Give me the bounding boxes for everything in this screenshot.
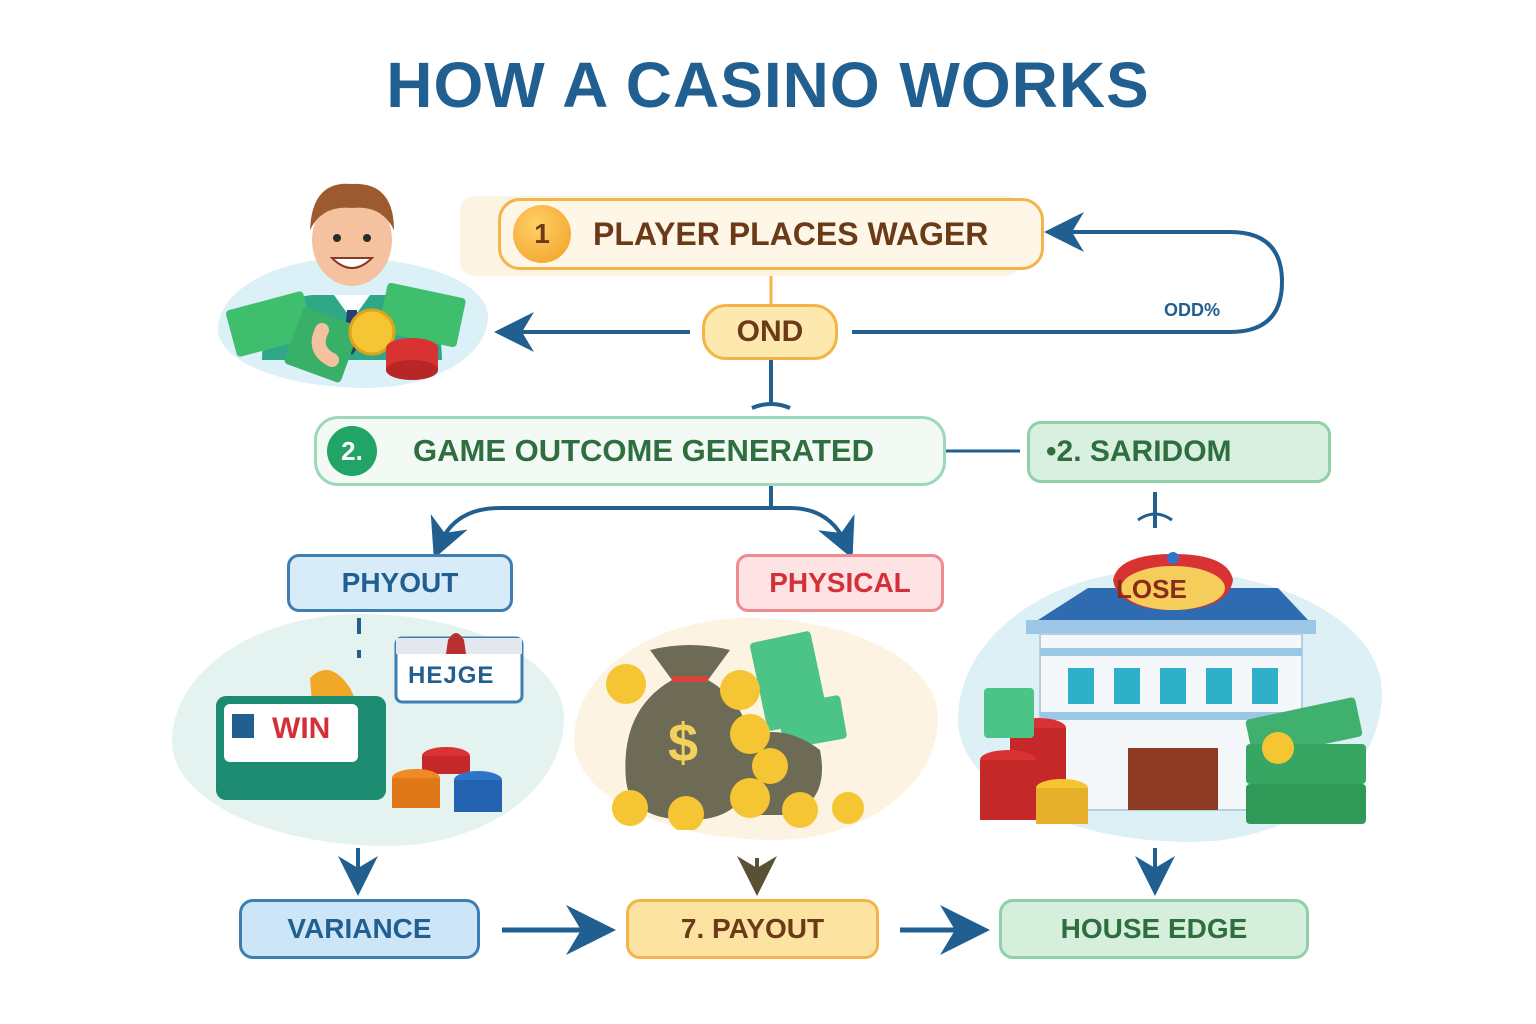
physical-node[interactable]: PHYSICAL: [736, 554, 944, 612]
variance-label: VARIANCE: [287, 913, 432, 944]
phyout-label: PHYOUT: [341, 567, 459, 598]
ond-label: OND: [736, 315, 804, 348]
lose-sign-text: LOSE: [1116, 574, 1187, 604]
step2-game-outcome-generated[interactable]: 2. GAME OUTCOME GENERATED: [314, 416, 946, 486]
step1-label: PLAYER PLACES WAGER: [593, 215, 989, 252]
casino-building-icon: LOSE: [978, 548, 1368, 838]
player-with-money-icon: [222, 170, 482, 390]
page-title: HOW A CASINO WORKS: [386, 49, 1150, 121]
win-screen-text: WIN: [272, 712, 331, 745]
hedge-sign-text: HEJGE: [408, 662, 495, 689]
step2-number-badge: 2.: [327, 426, 377, 476]
saridom-node[interactable]: •2. SARIDOM: [1027, 421, 1331, 483]
house-edge-node[interactable]: HOUSE EDGE: [999, 899, 1309, 959]
variance-node[interactable]: VARIANCE: [239, 899, 480, 959]
ond-node[interactable]: OND: [702, 304, 838, 360]
house-edge-label: HOUSE EDGE: [1060, 913, 1248, 944]
step1-player-places-wager[interactable]: 1 PLAYER PLACES WAGER: [498, 198, 1044, 270]
slot-machine-chips-icon: WIN HEJGE: [210, 628, 540, 828]
saridom-label: •2. SARIDOM: [1046, 435, 1232, 468]
dollar-sign-text: $: [668, 713, 699, 773]
physical-label: PHYSICAL: [769, 567, 911, 598]
odds-loop-label: ODD%: [1164, 300, 1221, 320]
payout-node[interactable]: 7. PAYOUT: [626, 899, 879, 959]
step2-label: GAME OUTCOME GENERATED: [413, 433, 874, 468]
payout-label: 7. PAYOUT: [680, 913, 825, 944]
phyout-node[interactable]: PHYOUT: [287, 554, 513, 612]
money-bags-coins-icon: $: [590, 630, 880, 832]
step1-number-badge: 1: [513, 205, 571, 263]
